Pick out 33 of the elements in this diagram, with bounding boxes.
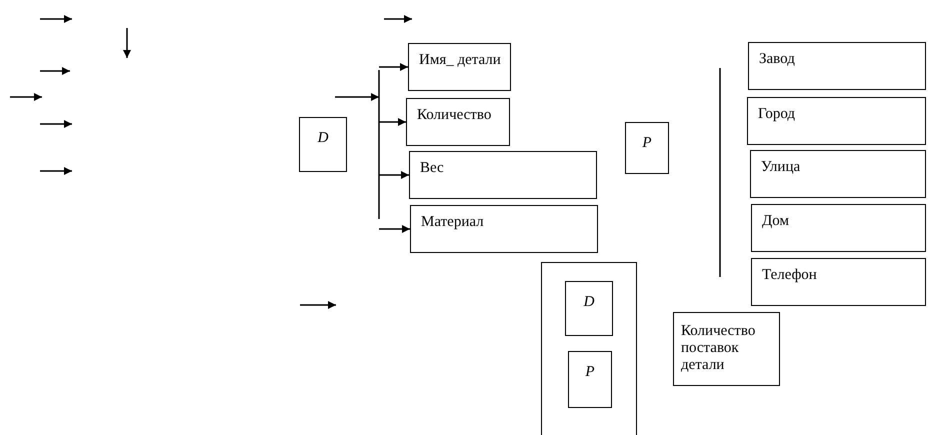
attribute-label: Телефон (762, 267, 817, 284)
attribute-label: Количество поставок детали (681, 323, 756, 374)
attribute-label: Дом (762, 213, 789, 230)
attribute-label: Завод (759, 51, 795, 68)
attribute-box (408, 43, 511, 91)
arrow (379, 171, 409, 179)
attribute-box (673, 312, 780, 386)
attribute-label: Город (758, 106, 796, 123)
arrow (379, 63, 408, 71)
attribute-label: Материал (421, 214, 484, 231)
attribute-box (748, 42, 926, 90)
attribute-box (409, 151, 597, 199)
attribute-label: Улица (761, 159, 800, 176)
entity-letter: P (641, 135, 653, 152)
letter-box (625, 122, 669, 174)
empty-box (541, 262, 637, 435)
attribute-label: Количество (417, 107, 492, 124)
attribute-box (751, 204, 926, 252)
attribute-label: Имя_ детали (419, 52, 501, 69)
entity-letter: D (316, 130, 330, 147)
attribute-box (750, 150, 926, 198)
entity-letter: D (582, 294, 596, 311)
letter-box (568, 351, 612, 408)
letter-box (565, 281, 613, 336)
attribute-box (406, 98, 510, 146)
attribute-box (751, 258, 926, 306)
attribute-box (747, 97, 926, 145)
arrow (379, 225, 410, 233)
arrow (379, 118, 406, 126)
letter-box (299, 117, 347, 172)
attribute-box (410, 205, 598, 253)
attribute-label: Вес (420, 160, 444, 177)
entity-letter: P (584, 364, 596, 381)
